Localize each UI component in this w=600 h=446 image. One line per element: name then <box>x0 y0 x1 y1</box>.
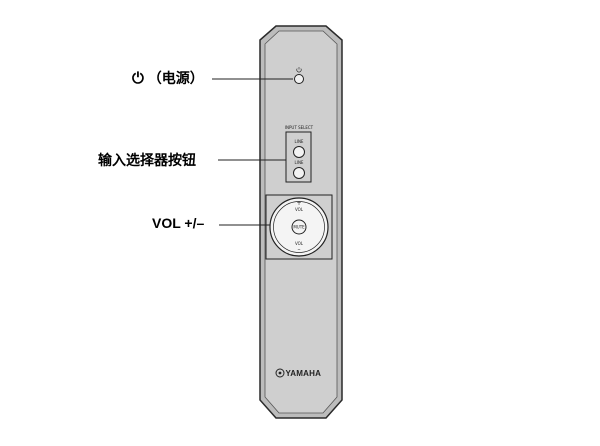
input-button-1-label: LINE <box>295 139 304 144</box>
input-button-2-label: LINE <box>295 160 304 165</box>
input-selector-callout: 输入选择器按钮 <box>98 150 196 170</box>
power-icon: ⏻ <box>132 69 144 87</box>
mute-button[interactable]: MUTE <box>291 219 307 235</box>
power-callout: ⏻ （电源） <box>132 68 204 88</box>
vol-down-label: VOL <box>295 241 304 246</box>
vol-up-label: VOL <box>295 207 304 212</box>
input-button-2[interactable]: LINE <box>293 160 305 179</box>
mute-label: MUTE <box>293 225 305 230</box>
volume-callout: VOL +/– <box>152 215 204 231</box>
yamaha-logo: YAMAHA <box>275 368 322 378</box>
brand-name: YAMAHA <box>286 369 322 378</box>
tuning-fork-icon <box>275 368 285 378</box>
input-button-1[interactable]: LINE <box>293 139 305 158</box>
volume-callout-text: VOL +/– <box>152 215 205 231</box>
power-symbol-icon <box>296 67 302 73</box>
vol-minus-sign: – <box>298 246 301 253</box>
input-selector-callout-text: 输入选择器按钮 <box>98 152 196 168</box>
input-select-label: INPUT SELECT <box>285 125 314 130</box>
input-select-frame <box>285 131 312 183</box>
volume-frame <box>265 194 333 260</box>
vol-plus-sign: + <box>296 200 301 207</box>
power-button[interactable] <box>294 74 304 84</box>
power-callout-text: （电源） <box>147 70 204 86</box>
